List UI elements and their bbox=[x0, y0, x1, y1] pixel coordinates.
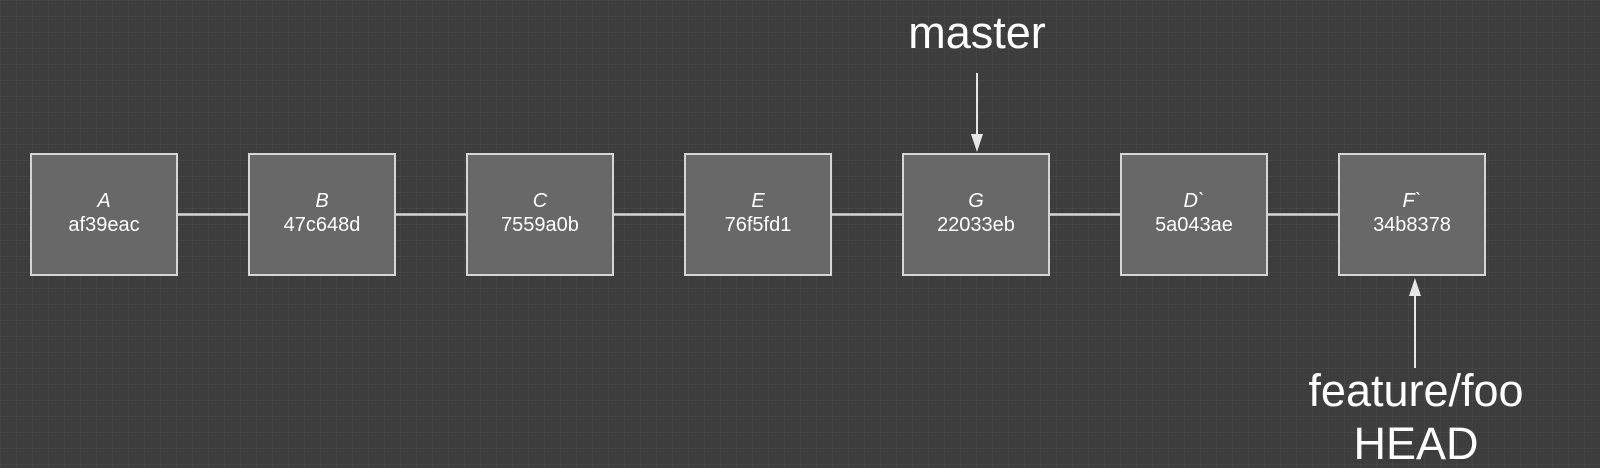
commit-box bbox=[1338, 153, 1486, 276]
commit-node-d-prime[interactable]: D` 5a043ae bbox=[1120, 153, 1268, 276]
commit-box bbox=[248, 153, 396, 276]
head-ref-label: HEAD bbox=[1353, 418, 1478, 468]
commit-label: F` bbox=[1403, 190, 1422, 212]
commit-hash: 47c648d bbox=[284, 214, 361, 236]
commit-label: C bbox=[533, 190, 548, 212]
feature-ref: feature/foo HEAD bbox=[1308, 278, 1524, 468]
feature-ref-label: feature/foo bbox=[1308, 365, 1523, 416]
commit-hash: af39eac bbox=[68, 214, 139, 236]
commit-hash: 7559a0b bbox=[501, 214, 579, 236]
feature-pointer-arrowhead bbox=[1409, 278, 1421, 296]
commit-box bbox=[30, 153, 178, 276]
commit-label: E bbox=[751, 190, 765, 212]
master-ref: master bbox=[908, 7, 1046, 152]
commit-box bbox=[684, 153, 832, 276]
commit-label: G bbox=[968, 190, 984, 212]
commit-node-f-prime[interactable]: F` 34b8378 bbox=[1338, 153, 1486, 276]
commit-box bbox=[902, 153, 1050, 276]
commit-hash: 76f5fd1 bbox=[725, 214, 792, 236]
master-ref-label: master bbox=[908, 7, 1046, 58]
commit-label: B bbox=[315, 190, 328, 212]
commit-node-a[interactable]: A af39eac bbox=[30, 153, 178, 276]
commit-label: D` bbox=[1183, 190, 1204, 212]
commit-node-e[interactable]: E 76f5fd1 bbox=[684, 153, 832, 276]
commit-box bbox=[1120, 153, 1268, 276]
commit-hash: 22033eb bbox=[937, 214, 1015, 236]
commit-node-g[interactable]: G 22033eb bbox=[902, 153, 1050, 276]
commit-hash: 34b8378 bbox=[1373, 214, 1451, 236]
commit-hash: 5a043ae bbox=[1155, 214, 1233, 236]
master-pointer-arrowhead bbox=[971, 134, 983, 152]
commit-label: A bbox=[96, 190, 110, 212]
commit-box bbox=[466, 153, 614, 276]
commit-node-c[interactable]: C 7559a0b bbox=[466, 153, 614, 276]
commit-node-b[interactable]: B 47c648d bbox=[248, 153, 396, 276]
